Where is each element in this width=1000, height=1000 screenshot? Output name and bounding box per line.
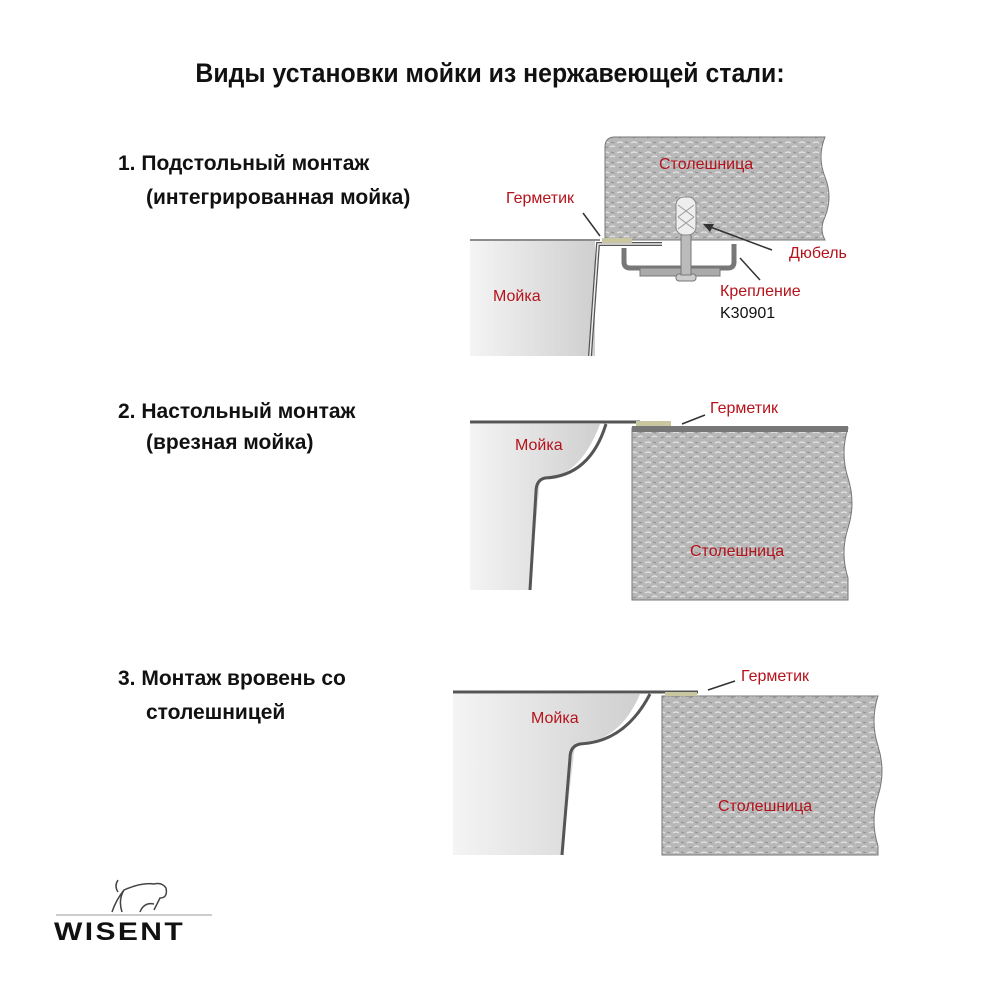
label-sink-1: Мойка [493,288,541,305]
label-sealant-3: Герметик [741,668,810,685]
sink-wall-2 [470,420,640,591]
label-sink-2: Мойка [515,437,563,454]
logo-text: WISENT [54,918,186,946]
bison-logo-icon [56,879,212,916]
diagram-flush-mount [453,680,883,856]
bolt [680,229,692,276]
sealant-3 [665,692,697,696]
section-3-title: 3. Монтаж вровень со [118,667,346,690]
countertop-3 [661,695,883,856]
sealant-1 [602,238,632,243]
section-2-title: 2. Настольный монтаж [118,400,356,423]
sealant-2 [636,421,671,426]
label-countertop-3: Столешница [718,798,813,815]
label-countertop-2: Столешница [690,543,785,560]
section-3-subtitle: столешницей [146,701,286,724]
label-sealant-1: Герметик [506,190,575,207]
label-mount-code: K30901 [720,305,776,322]
countertop-2 [631,427,853,601]
section-2-subtitle: (врезная мойка) [146,431,314,454]
label-countertop-1: Столешница [659,156,754,173]
label-mount: Крепление [720,283,801,300]
sink-body-1 [470,241,595,356]
section-1-subtitle: (интегрированная мойка) [146,186,411,209]
label-sink-3: Мойка [531,710,579,727]
section-1-title: 1. Подстольный монтаж [118,152,370,175]
sink-wall-3 [453,690,698,856]
label-dowel: Дюбель [789,245,847,262]
page-title: Виды установки мойки из нержавеющей стал… [195,58,785,88]
sink-body-3 [453,694,640,855]
diagram-undermount [470,136,830,357]
countertop-1 [604,136,830,241]
dowel [675,196,697,236]
diagram-top-mount [470,414,853,601]
label-sealant-2: Герметик [710,400,779,417]
clamp [621,244,737,271]
